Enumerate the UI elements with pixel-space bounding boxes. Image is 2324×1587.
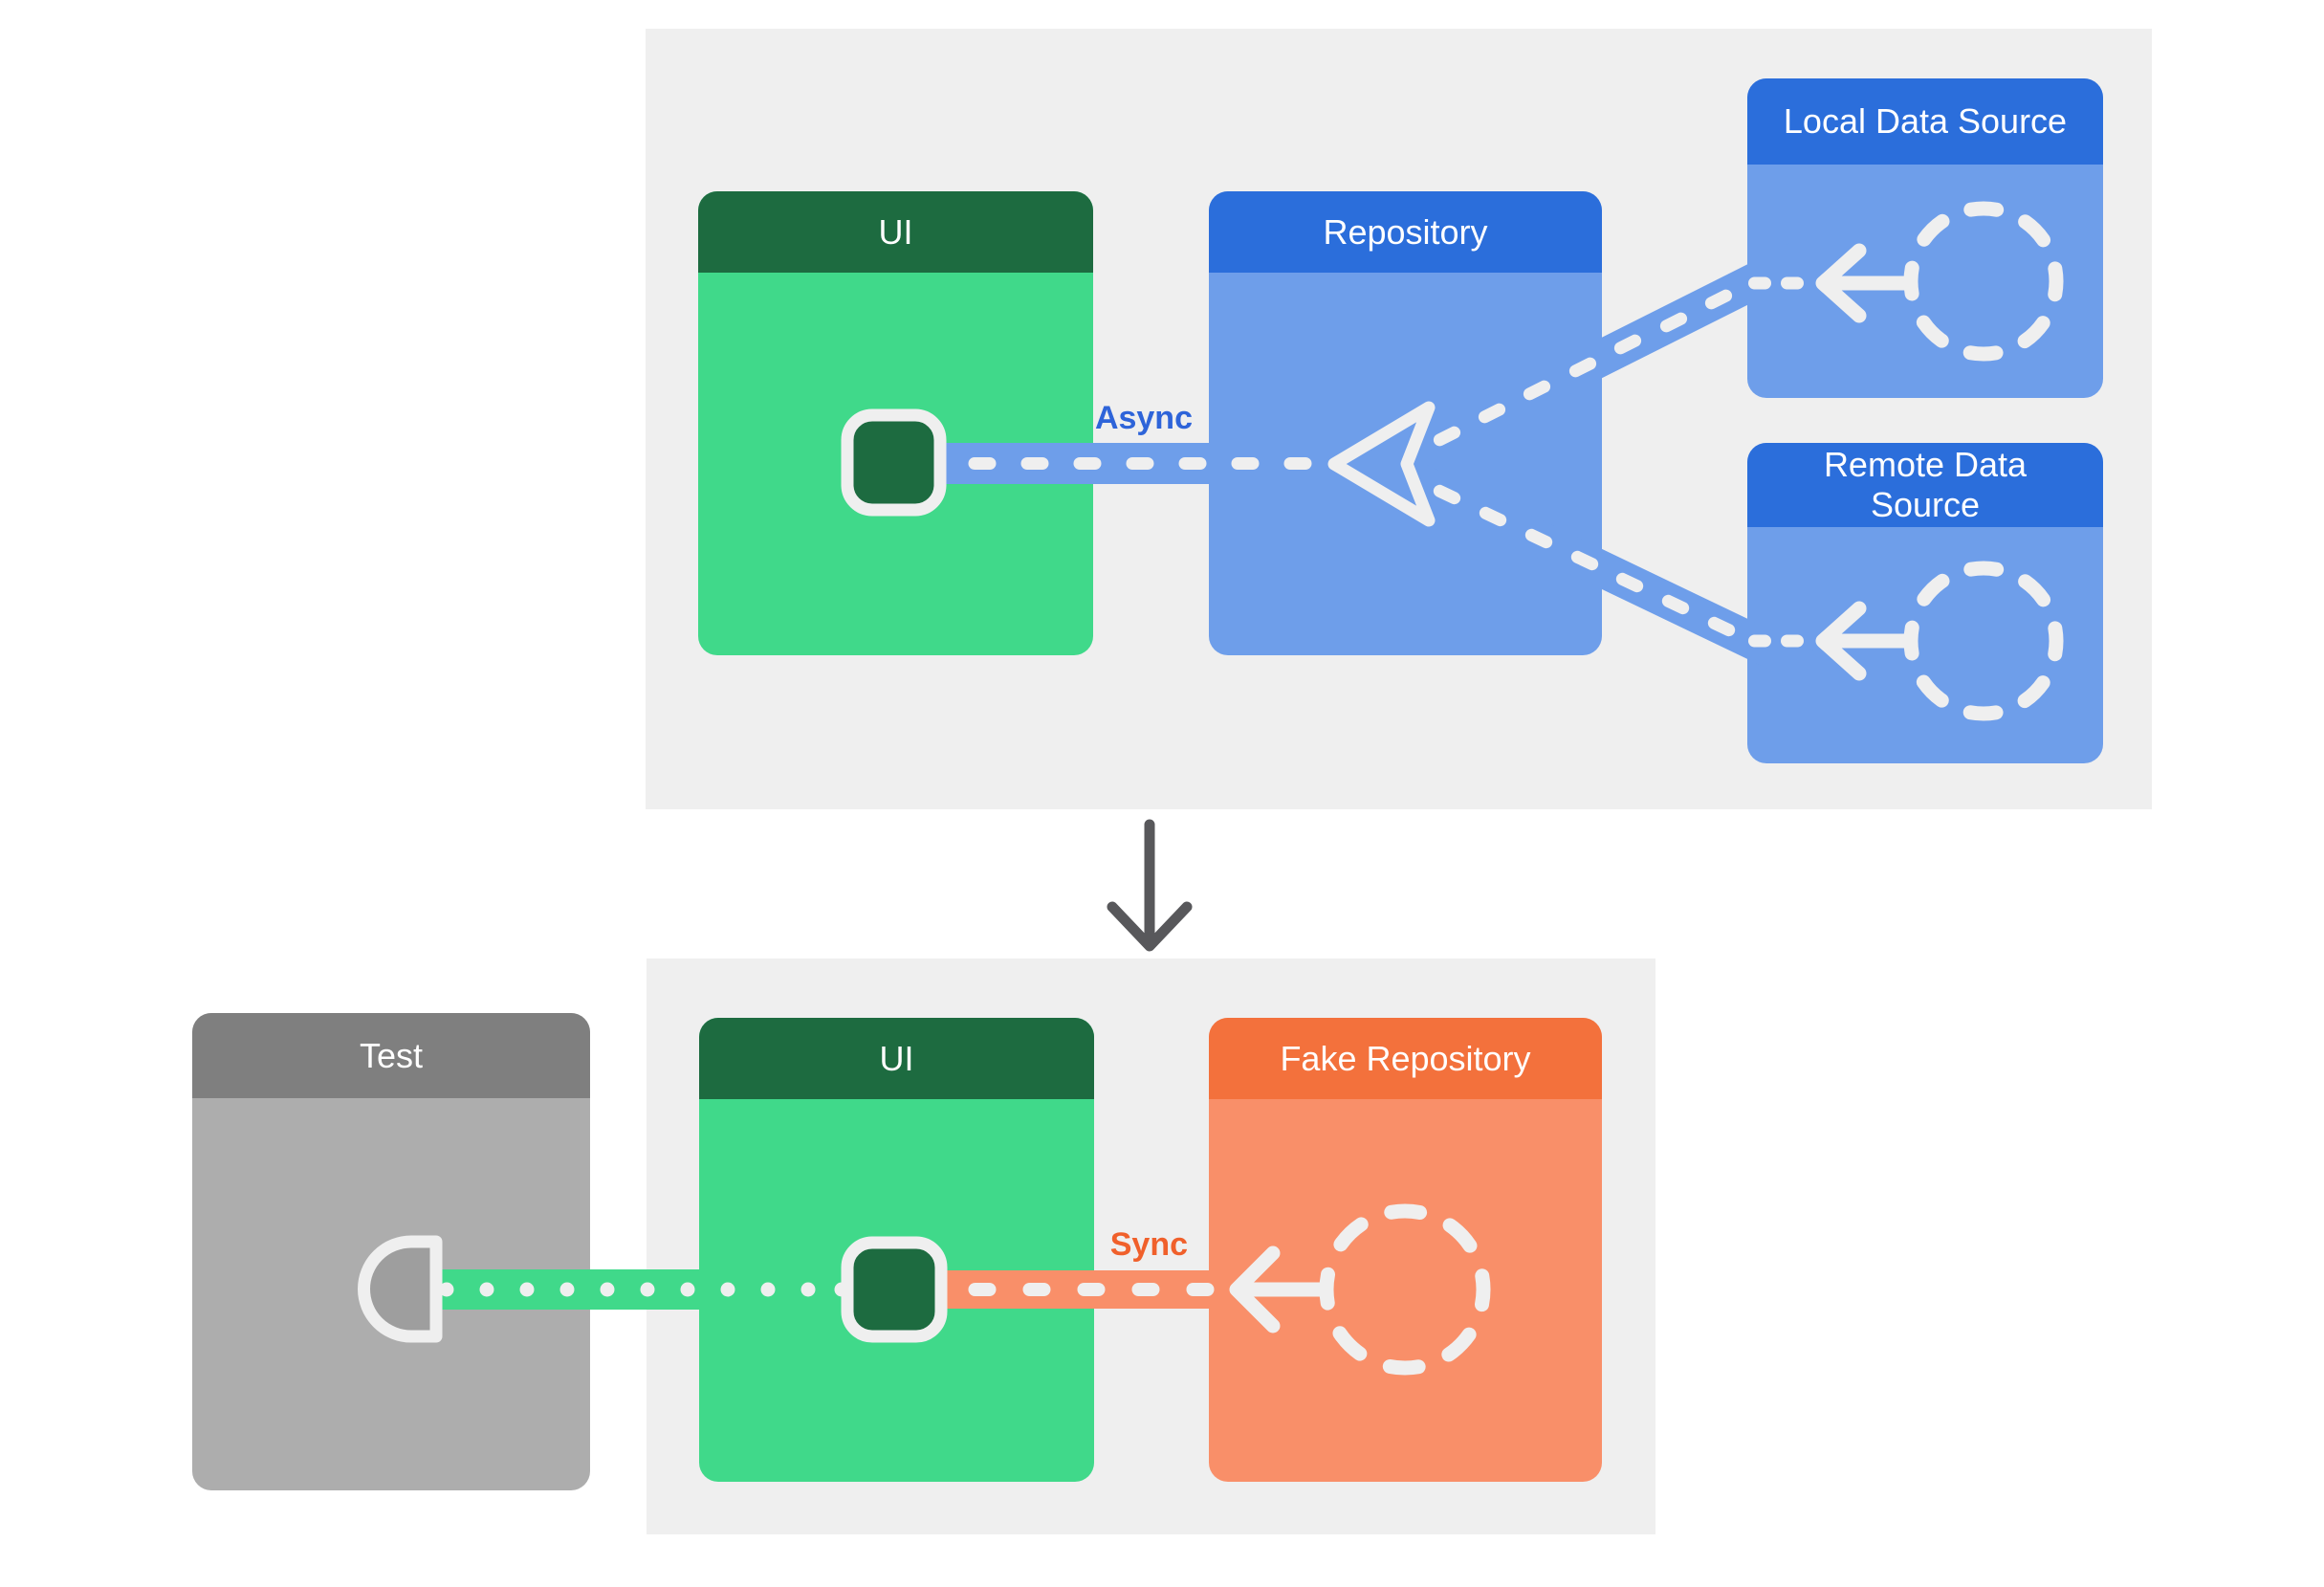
local-data-source-box: Local Data Source bbox=[1747, 78, 2103, 398]
repository-box-title: Repository bbox=[1323, 211, 1488, 252]
down-arrow-icon bbox=[1107, 819, 1193, 952]
ui-box-after-title: UI bbox=[879, 1038, 914, 1078]
local-data-source-title: Local Data Source bbox=[1783, 101, 2068, 141]
remote-data-source-title: Remote Data Source bbox=[1823, 445, 2028, 524]
remote-data-source-box: Remote Data Source bbox=[1747, 443, 2103, 763]
fake-repository-header: Fake Repository bbox=[1209, 1018, 1602, 1099]
ui-box-after-header: UI bbox=[699, 1018, 1094, 1099]
sync-connection-label: Sync bbox=[1109, 1226, 1188, 1263]
fake-repository-box: Fake Repository bbox=[1209, 1018, 1602, 1482]
remote-data-source-header: Remote Data Source bbox=[1747, 443, 2103, 527]
repository-box-header: Repository bbox=[1209, 191, 1602, 273]
test-box: Test bbox=[192, 1013, 590, 1490]
ui-box-before-title: UI bbox=[878, 211, 913, 252]
local-data-source-header: Local Data Source bbox=[1747, 78, 2103, 165]
ui-box-before: UI bbox=[698, 191, 1093, 655]
test-box-title: Test bbox=[359, 1035, 424, 1075]
fake-repository-title: Fake Repository bbox=[1280, 1038, 1531, 1078]
repository-box: Repository bbox=[1209, 191, 1602, 655]
async-connection-label: Async bbox=[1094, 400, 1193, 436]
ui-box-before-header: UI bbox=[698, 191, 1093, 273]
test-box-header: Test bbox=[192, 1013, 590, 1098]
